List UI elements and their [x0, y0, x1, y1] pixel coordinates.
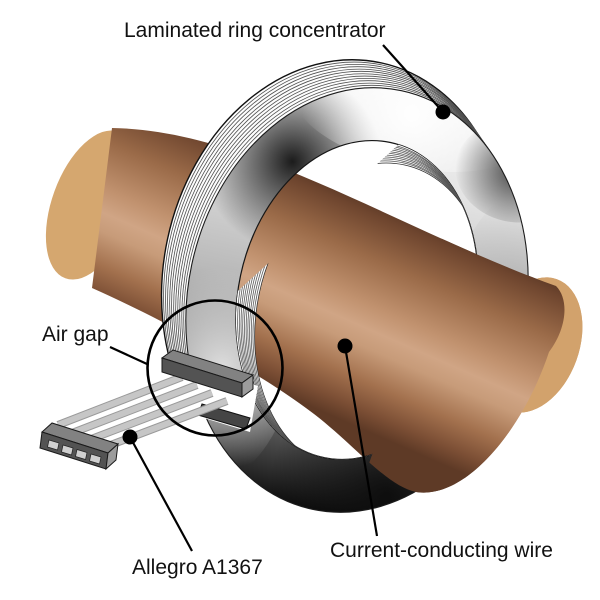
lead-3	[84, 390, 214, 444]
sensor-leads	[56, 373, 229, 453]
leader-line-sensor	[129, 436, 193, 552]
label-current-conducting-wire: Current-conducting wire	[330, 539, 553, 562]
label-ring-concentrator: Laminated ring concentrator	[124, 19, 386, 42]
leader-dot-wire	[337, 338, 353, 354]
label-allegro-a1367: Allegro A1367	[132, 556, 263, 579]
label-air-gap: Air gap	[42, 323, 109, 346]
leader-lines	[109, 44, 444, 552]
leader-line-wire	[343, 345, 379, 537]
leader-dot-sensor	[122, 429, 138, 445]
lead-2	[70, 382, 199, 436]
leader-dot-ring	[435, 104, 451, 120]
sensor-package-in-gap	[160, 349, 255, 398]
leader-dots	[122, 104, 451, 445]
leader-line-air-gap	[109, 346, 148, 365]
allegro-a1367-package	[39, 422, 119, 471]
package-pads	[47, 439, 102, 465]
leader-line-ring	[382, 44, 444, 113]
lead-1	[56, 374, 184, 428]
lead-4	[98, 398, 229, 452]
air-gap-detail-circle	[146, 299, 284, 437]
